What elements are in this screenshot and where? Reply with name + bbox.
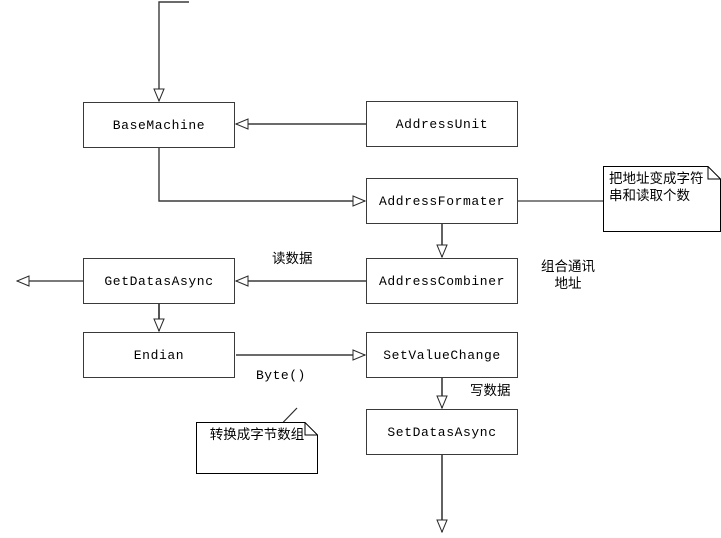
node-endian[interactable]: Endian xyxy=(83,332,235,378)
node-label: AddressUnit xyxy=(395,116,489,132)
note-address-string: 把地址变成字符串和读取个数 xyxy=(603,166,721,232)
edge-label-read-data: 读数据 xyxy=(272,251,313,266)
node-label: BaseMachine xyxy=(112,117,206,133)
node-label: AddressCombiner xyxy=(378,273,506,289)
node-address-unit[interactable]: AddressUnit xyxy=(366,101,518,147)
node-label: GetDatasAsync xyxy=(104,273,214,289)
edge-basemachine-to-addressformater xyxy=(158,148,365,201)
edge-label-combine-address: 组合通讯 地址 xyxy=(541,259,595,291)
note-byte-array: 转换成字节数组 xyxy=(196,422,318,474)
note-text: 把地址变成字符串和读取个数 xyxy=(609,171,704,203)
node-set-datas-async[interactable]: SetDatasAsync xyxy=(366,409,518,455)
note-shape xyxy=(196,422,318,474)
edge-entry-to-basemachine xyxy=(159,1,189,101)
edge-label-write-data: 写数据 xyxy=(470,383,511,398)
node-address-combiner[interactable]: AddressCombiner xyxy=(366,258,518,304)
node-get-datas-async[interactable]: GetDatasAsync xyxy=(83,258,235,304)
node-base-machine[interactable]: BaseMachine xyxy=(83,102,235,148)
node-label: Endian xyxy=(133,347,185,363)
node-label: AddressFormater xyxy=(378,193,506,209)
edge-label-byte: Byte() xyxy=(256,368,306,383)
node-set-value-change[interactable]: SetValueChange xyxy=(366,332,518,378)
node-address-formater[interactable]: AddressFormater xyxy=(366,178,518,224)
note-text: 转换成字节数组 xyxy=(209,427,305,442)
node-label: SetValueChange xyxy=(383,347,501,363)
node-label: SetDatasAsync xyxy=(387,424,497,440)
